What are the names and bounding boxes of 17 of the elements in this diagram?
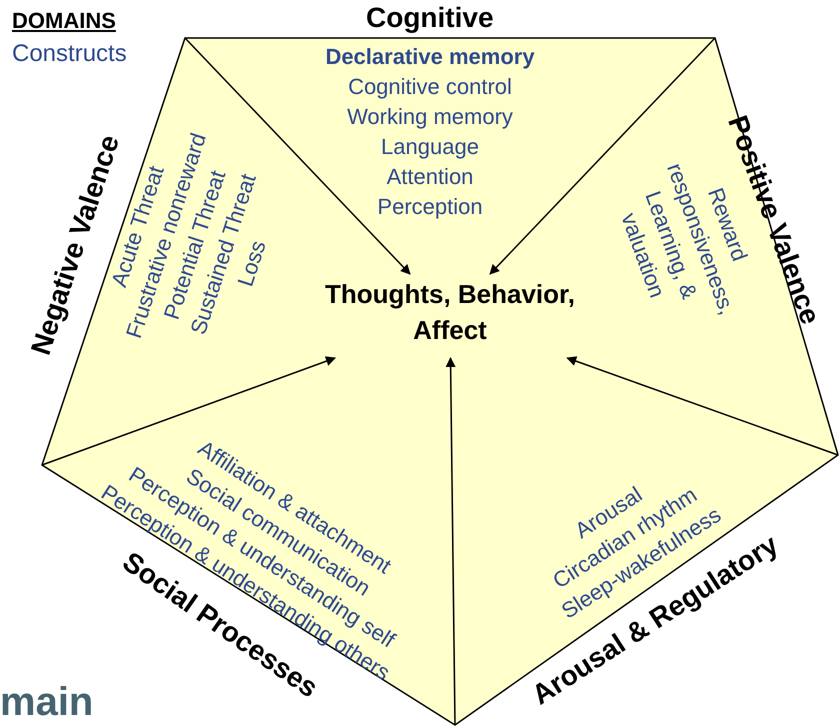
- legend-text: Constructs: [12, 40, 127, 68]
- arrow: [446, 357, 456, 725]
- legend-heading: DOMAINS: [12, 8, 116, 34]
- construct-text: Loss: [232, 236, 272, 290]
- arrow: [184, 37, 411, 275]
- arrow: [489, 37, 716, 275]
- domain-title: Cognitive: [366, 2, 494, 34]
- construct-text: Cognitive control: [347, 73, 513, 101]
- construct-text: Declarative memory: [324, 43, 536, 71]
- construct-text: Working memory: [346, 103, 514, 131]
- arrow: [566, 356, 838, 456]
- arrow: [42, 356, 336, 466]
- heading-fragment: main: [0, 680, 94, 725]
- construct-text: Attention: [386, 163, 474, 191]
- construct-text: Perception: [376, 193, 484, 221]
- construct-text: Language: [380, 133, 480, 161]
- center-heading: Thoughts, Behavior, Affect: [324, 278, 576, 347]
